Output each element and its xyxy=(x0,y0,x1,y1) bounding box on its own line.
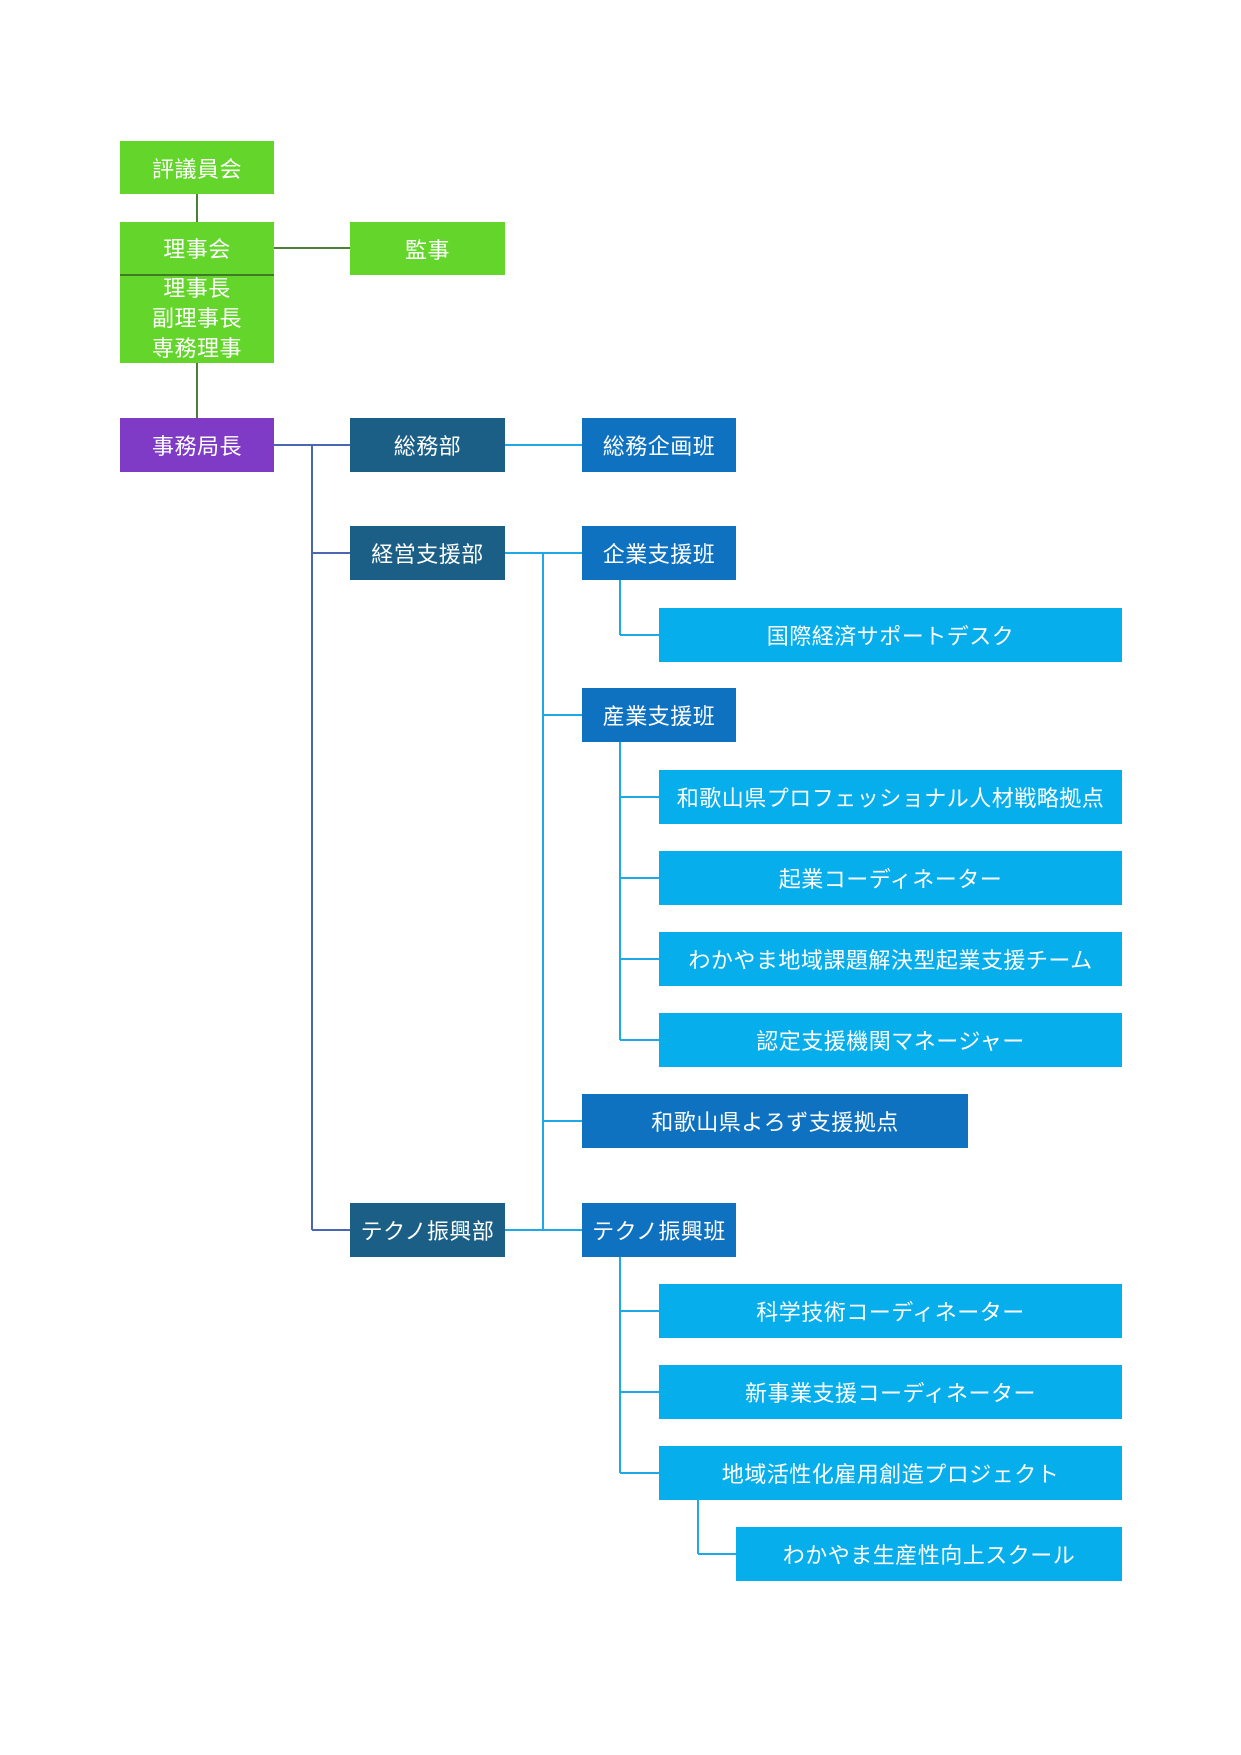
startup-coordinator-node: 起業コーディネーター xyxy=(659,851,1122,905)
certified-manager-node: 認定支援機関マネージャー xyxy=(659,1013,1122,1067)
professional-talent-node: 和歌山県プロフェッショナル人材戦略拠点 xyxy=(659,770,1122,824)
officer-chairman: 理事長 xyxy=(163,276,231,302)
general-affairs-planning-node: 総務企画班 xyxy=(582,418,736,472)
officers-node: 理事長 副理事長 専務理事 xyxy=(120,276,274,363)
employment-project-node: 地域活性化雇用創造プロジェクト xyxy=(659,1446,1122,1500)
new-business-coordinator-node: 新事業支援コーディネーター xyxy=(659,1365,1122,1419)
council-node: 評議員会 xyxy=(120,141,274,194)
general-affairs-dept-node: 総務部 xyxy=(350,418,505,472)
techno-dept-node: テクノ振興部 xyxy=(350,1203,505,1257)
enterprise-support-node: 企業支援班 xyxy=(582,526,736,580)
techno-section-node: テクノ振興班 xyxy=(582,1203,736,1257)
auditor-node: 監事 xyxy=(350,222,505,275)
secretary-general-node: 事務局長 xyxy=(120,418,274,472)
intl-economy-desk-node: 国際経済サポートデスク xyxy=(659,608,1122,662)
yorozu-node: 和歌山県よろず支援拠点 xyxy=(582,1094,968,1148)
science-coordinator-node: 科学技術コーディネーター xyxy=(659,1284,1122,1338)
board-divider xyxy=(120,274,274,276)
board-node: 理事会 xyxy=(120,222,274,274)
officer-vice-chairman: 副理事長 xyxy=(151,306,242,332)
industry-support-node: 産業支援班 xyxy=(582,688,736,742)
productivity-school-node: わかやま生産性向上スクール xyxy=(736,1527,1122,1581)
regional-startup-team-node: わかやま地域課題解決型起業支援チーム xyxy=(659,932,1122,986)
management-support-dept-node: 経営支援部 xyxy=(350,526,505,580)
officer-executive-director: 専務理事 xyxy=(151,336,242,362)
